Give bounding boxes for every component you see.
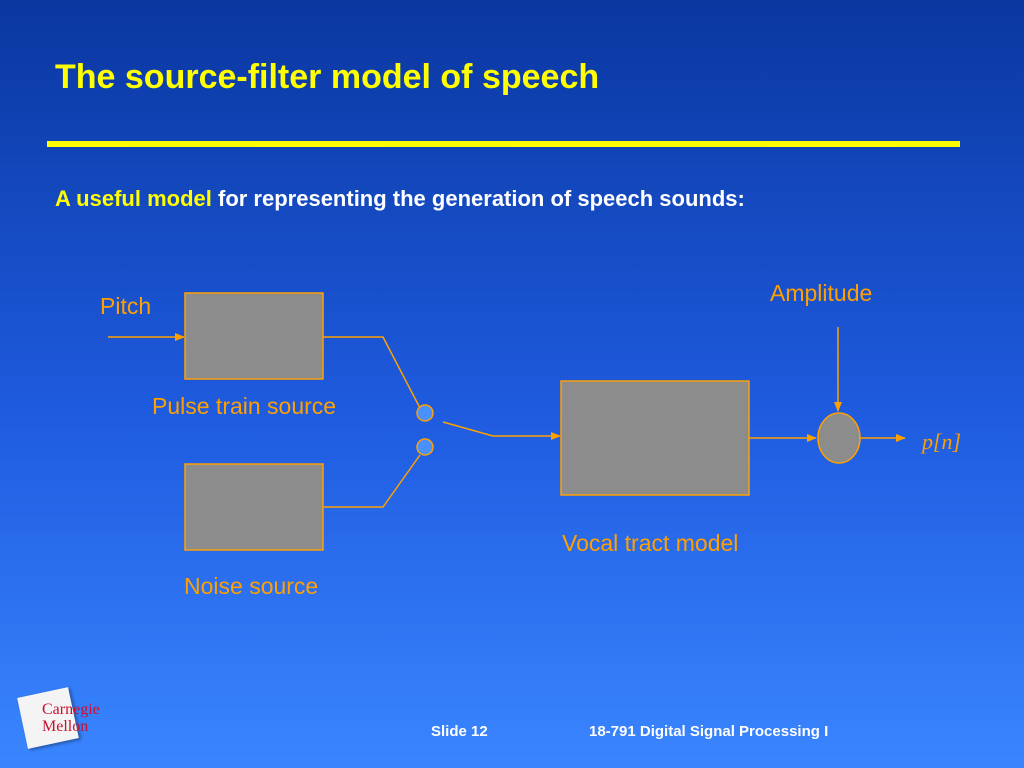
course-title: 18-791 Digital Signal Processing I	[589, 723, 829, 740]
output-signal-label: p[n]	[920, 429, 961, 454]
vocal-tract-model-label: Vocal tract model	[562, 530, 738, 556]
pulse-train-source-label: Pulse train source	[152, 393, 336, 419]
pulse-train-source-block	[184, 292, 324, 380]
noise-output-line	[323, 454, 421, 508]
slide-number: Slide 12	[431, 723, 488, 740]
logo-line-1: Carnegie	[42, 701, 100, 718]
pitch-label: Pitch	[100, 293, 151, 319]
subtitle-text: for representing the generation of speec…	[211, 186, 745, 211]
gain-multiplier	[817, 412, 861, 464]
title-underline	[47, 141, 960, 147]
subtitle-highlight: A useful model	[55, 186, 212, 211]
noise-source-block	[184, 463, 324, 551]
carnegie-mellon-logo: Carnegie Mellon	[17, 687, 138, 758]
slide-subtitle: A useful model for representing the gene…	[55, 186, 745, 212]
slide-title: The source-filter model of speech	[55, 58, 600, 96]
pulse-output-line	[323, 336, 421, 409]
noise-source-label: Noise source	[184, 573, 318, 599]
switch-output-arrow	[442, 421, 561, 440]
switch-contact-top	[416, 404, 434, 422]
amplitude-label: Amplitude	[770, 280, 872, 306]
vocal-tract-model-block	[560, 380, 750, 496]
logo-line-2: Mellon	[42, 718, 89, 735]
switch-contact-bottom	[416, 438, 434, 456]
